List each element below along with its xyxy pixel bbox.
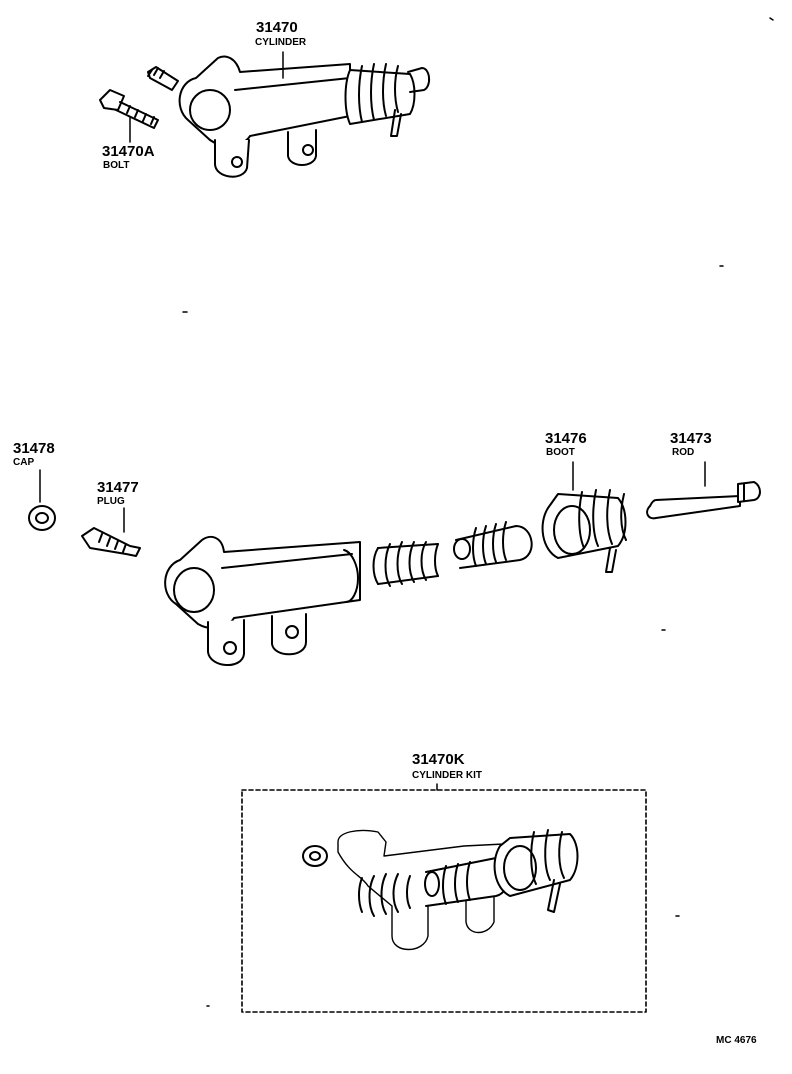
- exploded-view-drawing: [28, 461, 761, 667]
- diagram-code: MC 4676: [716, 1035, 757, 1046]
- part-name-cylinder-kit: CYLINDER KIT: [412, 770, 482, 781]
- part-number-rod: 31473: [670, 430, 712, 447]
- part-number-cap: 31478: [13, 440, 55, 457]
- part-number-boot: 31476: [545, 430, 587, 447]
- part-name-rod: ROD: [672, 447, 695, 458]
- cylinder-assembly-drawing: [99, 51, 430, 178]
- part-number-cylinder-kit: 31470K: [412, 751, 465, 768]
- part-number-plug: 31477: [97, 479, 139, 496]
- print-specks: [182, 17, 774, 1007]
- part-name-bolt: BOLT: [103, 160, 130, 171]
- part-name-boot: BOOT: [546, 447, 575, 458]
- cylinder-kit-drawing: [241, 783, 647, 1013]
- part-name-cylinder: CYLINDER: [255, 37, 307, 48]
- part-name-plug: PLUG: [97, 496, 125, 507]
- part-number-cylinder: 31470: [256, 19, 298, 36]
- part-number-bolt: 31470A: [102, 143, 155, 160]
- part-name-cap: CAP: [13, 457, 35, 468]
